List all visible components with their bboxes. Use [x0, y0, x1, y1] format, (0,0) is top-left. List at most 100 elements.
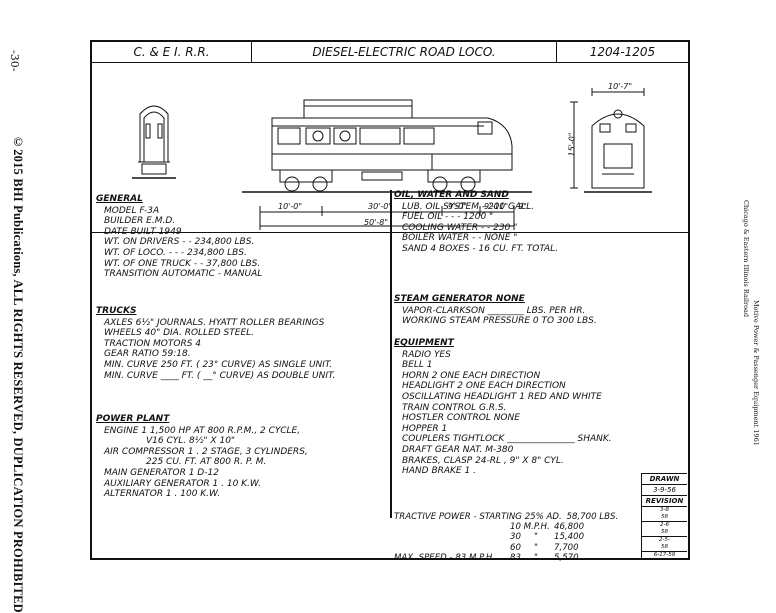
spec-line: WORKING STEAM PRESSURE 0 TO 300 LBS.	[402, 316, 597, 327]
tractive-starting-row: TRACTIVE POWER - STARTING 25% AD. 58,700…	[394, 512, 618, 522]
spec-line: DATE BUILT 1949	[104, 226, 182, 237]
table-row: 60 " 7,700	[394, 543, 618, 553]
spec-line: TRANSITION AUTOMATIC - MANUAL	[104, 269, 263, 280]
oil-water-sand-section: OIL, WATER AND SAND LUB. OIL SYSTEM - 20…	[394, 190, 644, 255]
sheet-title: DIESEL-ELECTRIC ROAD LOCO.	[252, 42, 557, 62]
equipment-heading: EQUIPMENT	[394, 338, 454, 348]
tractive-value: 7,700	[554, 542, 579, 553]
loco-numbers: 1204-1205	[589, 45, 656, 59]
revision-box: DRAWN 3-9-56 REVISION 3-8 58 2-6 58 2-5-…	[641, 473, 687, 559]
steam-generator-section: STEAM GENERATOR NONE VAPOR-CLARKSON ____…	[394, 294, 644, 327]
tractive-mph: 60	[510, 542, 521, 553]
tractive-ditto: "	[534, 542, 538, 553]
spec-line: BRAKES, CLASP 24-RL , 9" X 8" CYL.	[402, 455, 564, 466]
column-divider	[390, 190, 392, 518]
spec-line: ENGINE 1 1,500 HP AT 800 R.P.M., 2 CYCLE…	[104, 425, 301, 436]
spec-line: RADIO YES	[402, 349, 451, 360]
spec-line: MODEL F-3A	[104, 205, 160, 216]
locomotive-drawing: 10'-7" 15'-0" 10'-0" 30'-0" 9'-0" 9'-11"…	[92, 62, 688, 233]
tractive-mph: 10 M.P.H.	[510, 522, 550, 533]
side-elevation	[242, 99, 532, 230]
tractive-mph: 30	[510, 532, 521, 543]
rear-end-view	[132, 105, 176, 179]
equipment-section: EQUIPMENT RADIO YES BELL 1 HORN 2 ONE EA…	[394, 338, 644, 477]
spec-line: BELL 1	[402, 360, 433, 371]
general-heading: GENERAL	[96, 194, 143, 204]
spec-line: FUEL OIL - - - 1200 "	[402, 212, 494, 223]
spec-line: HAND BRAKE 1 .	[402, 466, 476, 477]
spec-line: MAIN GENERATOR 1 D-12	[104, 467, 219, 478]
trucks-heading: TRUCKS	[96, 306, 137, 316]
tractive-value: 5,570	[554, 552, 579, 563]
railroad-name: C. & E I. R.R.	[92, 42, 252, 62]
locomotive-elevation-svg	[132, 88, 652, 230]
book-title: Chicago & Eastern Illinois Railroad	[742, 200, 750, 318]
dim-truck-centers: 30'-0"	[368, 202, 393, 211]
page-number: -30-	[8, 50, 21, 72]
revision-entry: 6-17-59	[653, 552, 676, 558]
spec-line: BUILDER E.M.D.	[104, 216, 176, 227]
front-end-view	[570, 88, 652, 193]
book-subtitle: Motive Power & Passenger Equipment 1961	[752, 300, 760, 446]
steam-generator-heading: STEAM GENERATOR NONE	[394, 294, 525, 304]
right-margin: Chicago & Eastern Illinois Railroad Moti…	[742, 200, 772, 520]
spec-line: GEAR RATIO 59:18.	[104, 349, 191, 360]
dim-width: 10'-7"	[608, 82, 633, 91]
spec-line: AIR COMPRESSOR 1 . 2 STAGE, 3 CYLINDERS,	[104, 446, 308, 457]
spec-line: MIN. CURVE 250 FT. ( 23° CURVE) AS SINGL…	[104, 359, 333, 370]
dim-wheelbase: 9'-0"	[448, 202, 467, 211]
table-row: 30 " 15,400	[394, 532, 618, 542]
spec-line: WT. ON DRIVERS - - 234,800 LBS.	[104, 237, 255, 248]
spec-line: AUXILIARY GENERATOR 1 . 10 K.W.	[104, 478, 261, 489]
spec-line: WT. OF LOCO. - - - 234,800 LBS.	[104, 247, 247, 258]
table-row: 10 M.P.H. 46,800	[394, 522, 618, 532]
spec-line: HOPPER 1	[402, 423, 448, 434]
dim-coupler: 9"	[518, 202, 527, 211]
spec-line: TRAIN CONTROL G.R.S.	[402, 402, 507, 413]
spec-line: LUB. OIL SYSTEM - 200 GALL.	[402, 201, 535, 212]
tractive-power-table: TRACTIVE POWER - STARTING 25% AD. 58,700…	[394, 512, 618, 563]
spec-line: DRAFT GEAR NAT. M-380	[402, 444, 514, 455]
spec-line: AXLES 6½" JOURNALS. HYATT ROLLER BEARING…	[104, 317, 325, 328]
tractive-ditto: "	[534, 532, 538, 543]
spec-line: HORN 2 ONE EACH DIRECTION	[402, 370, 541, 381]
spec-line: 225 CU. FT. AT 800 R. P. M.	[146, 457, 267, 468]
spec-line: HEADLIGHT 2 ONE EACH DIRECTION	[402, 381, 566, 392]
dim-height: 15'-0"	[567, 132, 577, 157]
tractive-value: 15,400	[554, 532, 585, 543]
sheet-header: C. & E I. R.R. DIESEL-ELECTRIC ROAD LOCO…	[92, 42, 688, 63]
drawn-date: 3-9-56	[642, 485, 687, 496]
power-plant-section: POWER PLANT ENGINE 1 1,500 HP AT 800 R.P…	[96, 414, 386, 500]
spec-line: MIN. CURVE ____ FT. ( __° CURVE) AS DOUB…	[104, 370, 336, 381]
tractive-mph: 83	[510, 552, 521, 563]
left-margin: -30- ©2015 BHI Publications, ALL RIGHTS …	[8, 40, 38, 613]
tractive-starting-value: 58,700 LBS.	[566, 512, 619, 522]
revision-entry: 2-6 58	[642, 522, 687, 537]
drawn-label: DRAWN	[642, 474, 687, 485]
dim-front-overhang: 9'-11"	[484, 202, 509, 211]
spec-line: WHEELS 40" DIA. ROLLED STEEL.	[104, 328, 255, 339]
tractive-ditto: "	[534, 552, 538, 563]
oil-water-sand-heading: OIL, WATER AND SAND	[394, 190, 509, 200]
max-speed: MAX. SPEED - 83 M.P.H.	[394, 552, 496, 563]
revision-entry: 3-8 58	[642, 507, 687, 522]
spec-line: COOLING WATER - - 230 "	[402, 222, 518, 233]
spec-line: WT. OF ONE TRUCK - - 37,800 LBS.	[104, 258, 261, 269]
general-section: GENERAL MODEL F-3A BUILDER E.M.D. DATE B…	[96, 194, 386, 280]
table-row: MAX. SPEED - 83 M.P.H. 83 " 5,570	[394, 553, 618, 563]
trucks-section: TRUCKS AXLES 6½" JOURNALS. HYATT ROLLER …	[96, 306, 386, 381]
copyright-notice: ©2015 BHI Publications, ALL RIGHTS RESER…	[11, 135, 25, 613]
spec-line: HOSTLER CONTROL NONE	[402, 413, 520, 424]
revision-entry: 2-5- 58	[642, 537, 687, 552]
power-plant-heading: POWER PLANT	[96, 414, 170, 424]
tractive-label: TRACTIVE POWER - STARTING 25% AD.	[394, 512, 562, 522]
dim-overall-length: 50'-8"	[364, 218, 389, 227]
spec-line: BOILER WATER - - NONE "	[402, 233, 518, 244]
dim-rear-overhang: 10'-0"	[278, 202, 303, 211]
revision-label: REVISION	[642, 496, 687, 507]
spec-line: VAPOR-CLARKSON ________ LBS. PER HR.	[402, 305, 586, 316]
tractive-value: 46,800	[554, 522, 585, 533]
spec-line: OSCILLATING HEADLIGHT 1 RED AND WHITE	[402, 391, 602, 402]
spec-line: V16 CYL. 8½" X 10"	[146, 436, 236, 447]
diagram-sheet: C. & E I. R.R. DIESEL-ELECTRIC ROAD LOCO…	[90, 40, 690, 560]
